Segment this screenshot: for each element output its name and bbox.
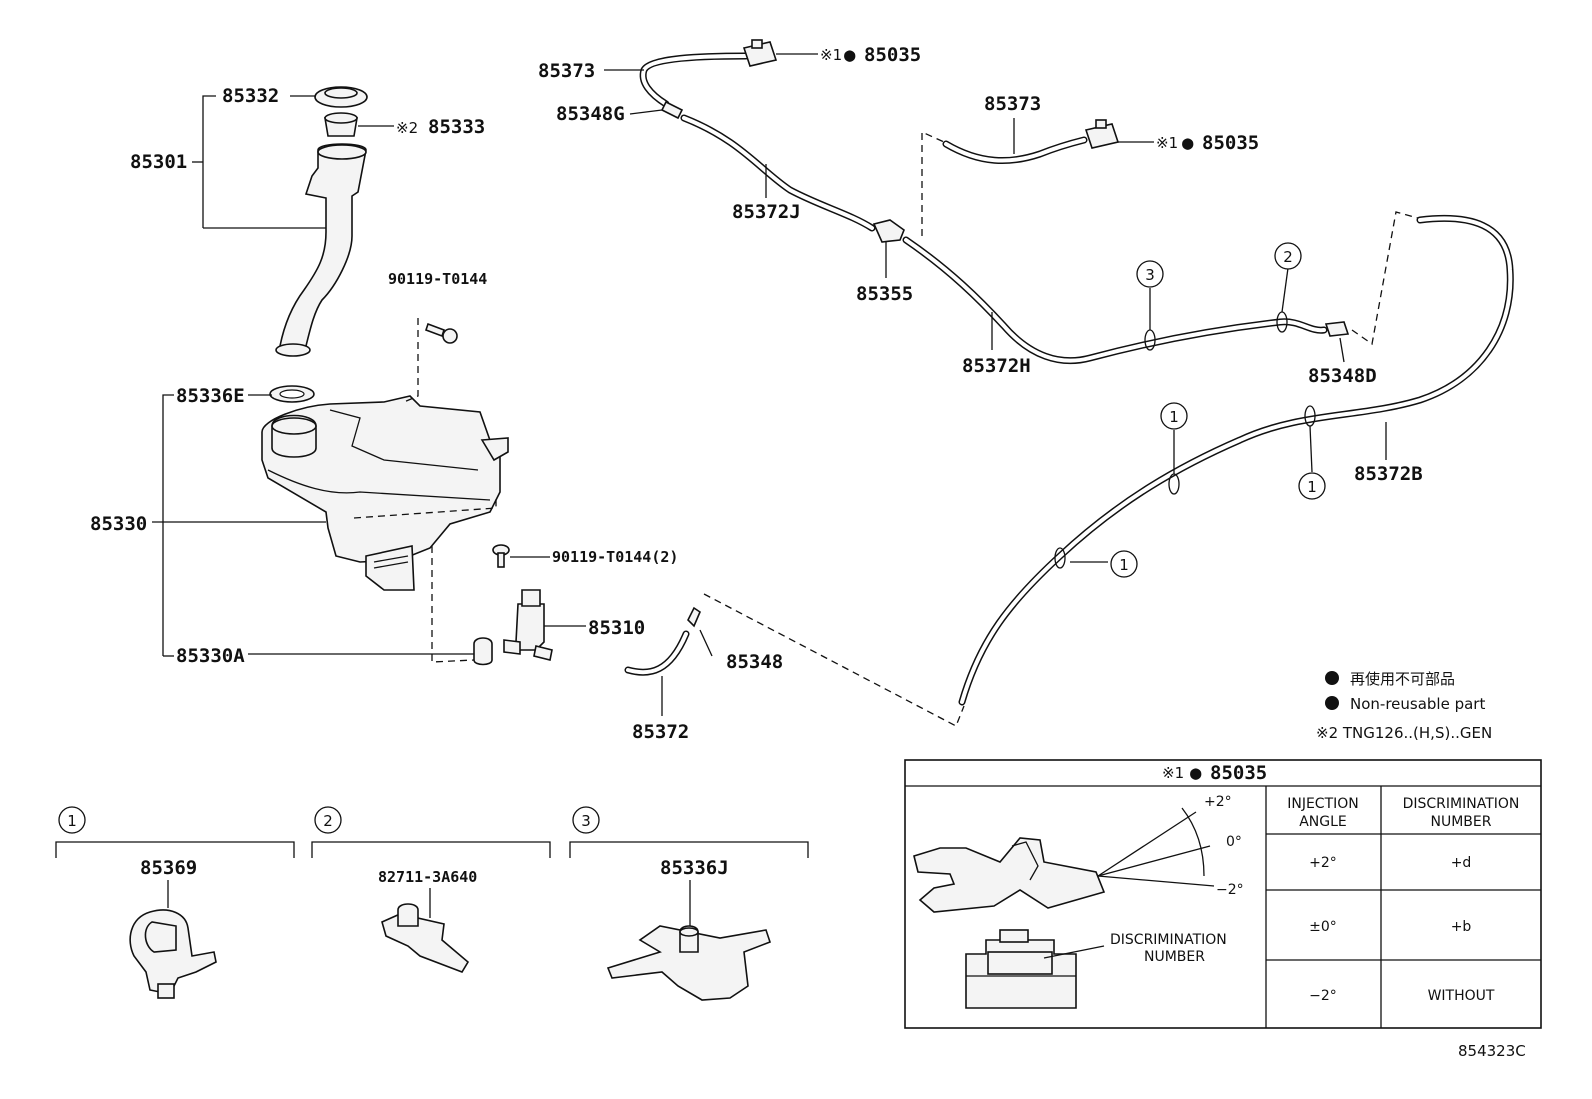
label-85035-right: 85035 bbox=[1202, 132, 1259, 154]
label-85372B: 85372B bbox=[1354, 463, 1423, 485]
hose-85372 bbox=[624, 630, 690, 676]
connector-85348 bbox=[687, 606, 701, 628]
label-85373-left: 85373 bbox=[538, 60, 595, 82]
filler-seal-85333 bbox=[324, 112, 358, 137]
label-85035-left: 85035 bbox=[864, 44, 921, 66]
row-1-disc: +d bbox=[1451, 855, 1472, 871]
header-injection-1: INJECTION bbox=[1287, 796, 1359, 812]
svg-text:1: 1 bbox=[1307, 478, 1317, 496]
label-85348G: 85348G bbox=[556, 103, 625, 125]
washer-tank-85330 bbox=[261, 395, 509, 591]
bullet-right: ● bbox=[1182, 132, 1194, 154]
label-90119-T0144-2: 90119-T0144(2) bbox=[552, 548, 678, 566]
label-82711-3A640: 82711-3A640 bbox=[378, 868, 477, 886]
svg-text:2: 2 bbox=[323, 812, 333, 830]
label-85372: 85372 bbox=[632, 721, 689, 743]
table-title-note: ※1 bbox=[1162, 764, 1184, 782]
disc-number-label-1: DISCRIMINATION bbox=[1110, 932, 1227, 948]
legend-en: Non-reusable part bbox=[1350, 695, 1485, 713]
bolt-90119-upper bbox=[424, 322, 458, 344]
label-85373-right: 85373 bbox=[984, 93, 1041, 115]
nozzle-illustration: +2° 0° −2° bbox=[913, 794, 1244, 913]
legend-note2: ※2 TNG126..(H,S)..GEN bbox=[1316, 724, 1492, 742]
label-85348: 85348 bbox=[726, 651, 783, 673]
row-3-angle: −2° bbox=[1309, 988, 1337, 1004]
callout-1-hose-b: 1 bbox=[1298, 472, 1326, 500]
connector-85348D bbox=[1324, 321, 1350, 337]
note2-mark: ※2 bbox=[396, 119, 418, 137]
joint-85355 bbox=[872, 219, 905, 243]
detail-panel-1: 1 85369 bbox=[55, 806, 295, 999]
header-disc-2: NUMBER bbox=[1431, 814, 1492, 830]
label-85310: 85310 bbox=[588, 617, 645, 639]
label-85301: 85301 bbox=[130, 151, 187, 173]
clip-85369 bbox=[129, 909, 217, 999]
callout-1-hose-c: 1 bbox=[1110, 550, 1138, 578]
svg-text:1: 1 bbox=[1119, 556, 1129, 574]
header-disc-1: DISCRIMINATION bbox=[1403, 796, 1520, 812]
row-2-angle: ±0° bbox=[1309, 919, 1337, 935]
label-85348D: 85348D bbox=[1308, 365, 1377, 387]
grommet-85330A bbox=[473, 637, 493, 666]
table-title-bullet: ● bbox=[1190, 762, 1202, 784]
label-85372H: 85372H bbox=[962, 355, 1031, 377]
header-injection-2: ANGLE bbox=[1299, 814, 1347, 830]
label-85369: 85369 bbox=[140, 857, 197, 879]
bullet-left: ● bbox=[844, 44, 856, 66]
detail-panel-3: 3 85336J bbox=[569, 806, 809, 1001]
callout-3-hose: 3 bbox=[1136, 260, 1164, 288]
seal-ring-85336E bbox=[269, 385, 315, 403]
detail-panel-2: 2 82711-3A640 bbox=[311, 806, 551, 973]
legend: 再使用不可部品 Non-reusable part ※2 TNG126..(H,… bbox=[1316, 670, 1492, 742]
clip-85336J bbox=[606, 925, 772, 1001]
label-85332: 85332 bbox=[222, 85, 279, 107]
filler-neck-85301 bbox=[275, 143, 367, 357]
label-85355: 85355 bbox=[856, 283, 913, 305]
label-85336J: 85336J bbox=[660, 857, 729, 879]
note1-mark-right: ※1 bbox=[1156, 134, 1178, 152]
hose-85372B bbox=[958, 214, 1514, 706]
note1-mark-left: ※1 bbox=[820, 46, 842, 64]
svg-text:1: 1 bbox=[1169, 408, 1179, 426]
label-85333: 85333 bbox=[428, 116, 485, 138]
nozzle-85035-right bbox=[1084, 119, 1120, 149]
angle-zero-label: 0° bbox=[1226, 834, 1242, 850]
angle-plus-label: +2° bbox=[1204, 794, 1232, 810]
hose-85372H bbox=[902, 236, 1328, 365]
nozzle-85035-left bbox=[742, 39, 778, 67]
label-85330: 85330 bbox=[90, 513, 147, 535]
nozzle-info-table: ※1 ● 85035 INJECTION ANGLE DISCRIMINATIO… bbox=[904, 759, 1542, 1029]
label-85330A: 85330A bbox=[176, 645, 245, 667]
connector-85348G bbox=[660, 100, 684, 120]
filler-cap-85332 bbox=[314, 86, 368, 108]
row-1-angle: +2° bbox=[1309, 855, 1337, 871]
label-85336E: 85336E bbox=[176, 385, 245, 407]
hose-85372J bbox=[680, 114, 876, 232]
hose-85373-left bbox=[639, 52, 750, 108]
callout-2-hose: 2 bbox=[1274, 242, 1302, 270]
angle-minus-label: −2° bbox=[1216, 882, 1244, 898]
diagram-id: 854323C bbox=[1458, 1042, 1526, 1060]
connector-illustration: DISCRIMINATION NUMBER bbox=[965, 929, 1227, 1009]
hose-85373-right bbox=[942, 136, 1088, 164]
svg-text:2: 2 bbox=[1283, 248, 1293, 266]
clip-82711-3A640 bbox=[381, 903, 470, 973]
svg-text:1: 1 bbox=[67, 812, 77, 830]
table-title-part: 85035 bbox=[1210, 762, 1267, 784]
bolt-90119-lower bbox=[492, 544, 510, 568]
callout-1-hose-a: 1 bbox=[1160, 402, 1188, 430]
svg-text:3: 3 bbox=[1145, 266, 1155, 284]
label-85372J: 85372J bbox=[732, 201, 801, 223]
disc-number-label-2: NUMBER bbox=[1144, 949, 1205, 965]
row-2-disc: +b bbox=[1451, 919, 1472, 935]
washer-pump-85310 bbox=[503, 589, 553, 661]
svg-text:3: 3 bbox=[581, 812, 591, 830]
legend-jp: 再使用不可部品 bbox=[1350, 670, 1455, 688]
row-3-disc: WITHOUT bbox=[1428, 988, 1495, 1004]
label-90119-T0144: 90119-T0144 bbox=[388, 270, 487, 288]
